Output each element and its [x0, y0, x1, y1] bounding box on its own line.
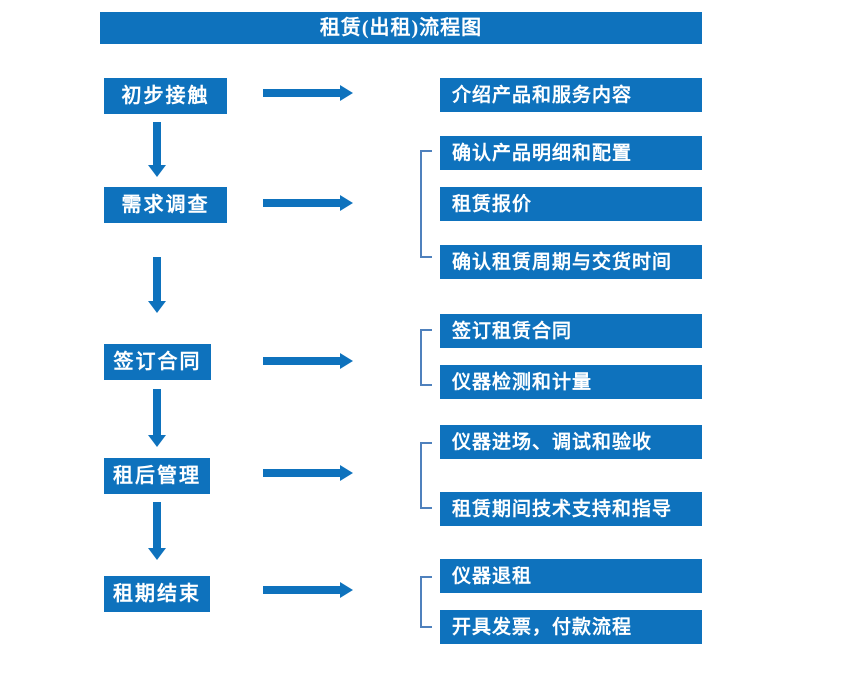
detail-box: 开具发票，付款流程	[440, 610, 702, 644]
detail-box: 仪器检测和计量	[440, 365, 702, 399]
down-arrow-icon	[148, 257, 166, 313]
detail-box: 签订租赁合同	[440, 314, 702, 348]
detail-box: 租赁期间技术支持和指导	[440, 492, 702, 526]
right-arrow-icon	[263, 582, 353, 598]
detail-box: 介绍产品和服务内容	[440, 78, 702, 112]
group-bracket	[420, 329, 432, 386]
down-arrow-icon	[148, 502, 166, 560]
right-arrow-icon	[263, 85, 353, 101]
right-arrow-icon	[263, 195, 353, 211]
flow-step-rental-end: 租期结束	[104, 576, 210, 612]
diagram-title: 租赁(出租)流程图	[100, 12, 702, 44]
flow-step-sign-contract: 签订合同	[104, 344, 211, 380]
right-arrow-icon	[263, 353, 353, 369]
detail-box: 仪器进场、调试和验收	[440, 425, 702, 459]
down-arrow-icon	[148, 389, 166, 447]
flow-step-initial-contact: 初步接触	[104, 78, 227, 114]
group-bracket	[420, 150, 432, 258]
detail-box: 租赁报价	[440, 187, 702, 221]
right-arrow-icon	[263, 465, 353, 481]
detail-box: 仪器退租	[440, 559, 702, 593]
down-arrow-icon	[148, 122, 166, 177]
flow-step-demand-survey: 需求调查	[104, 187, 227, 223]
group-bracket	[420, 576, 432, 628]
detail-box: 确认租赁周期与交货时间	[440, 245, 702, 279]
group-bracket	[420, 442, 432, 509]
detail-box: 确认产品明细和配置	[440, 136, 702, 170]
flow-step-post-rental: 租后管理	[104, 458, 210, 494]
